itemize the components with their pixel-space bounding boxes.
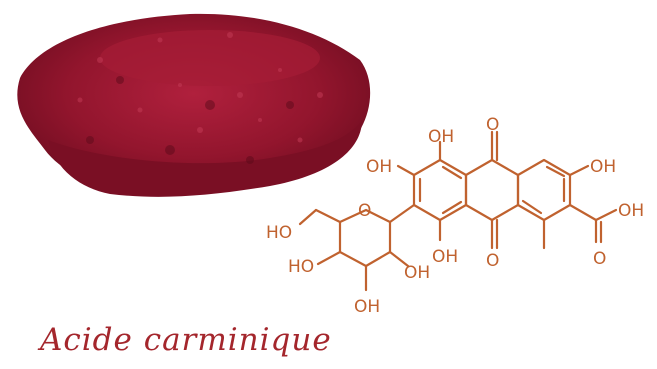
label-oh-top-left: OH: [366, 157, 392, 177]
label-oh-sugar-right: OH: [404, 263, 430, 283]
structure-labels: OH OH O OH OH O OH O HO O HO OH OH: [266, 115, 644, 317]
label-oh-sugar-bottom: OH: [354, 297, 380, 317]
label-oh-acid: OH: [618, 201, 644, 221]
label-o-ketone-top: O: [486, 115, 499, 135]
label-oh-top: OH: [428, 127, 454, 147]
structure-bonds: [298, 130, 618, 292]
powder-shadows: [86, 76, 294, 164]
powder-base: [48, 120, 362, 197]
powder-grains: [77, 32, 323, 143]
compound-name-caption: Acide carminique: [40, 322, 332, 358]
label-o-ketone-bottom: O: [486, 251, 499, 271]
label-ho-chain: HO: [266, 223, 292, 243]
label-oh-bottom-center: OH: [432, 247, 458, 267]
label-ho-sugar: HO: [288, 257, 314, 277]
label-oh-right: OH: [590, 157, 616, 177]
label-o-acid: O: [593, 249, 606, 269]
label-o-ring: O: [358, 201, 371, 221]
powder-highlight: [100, 30, 320, 86]
